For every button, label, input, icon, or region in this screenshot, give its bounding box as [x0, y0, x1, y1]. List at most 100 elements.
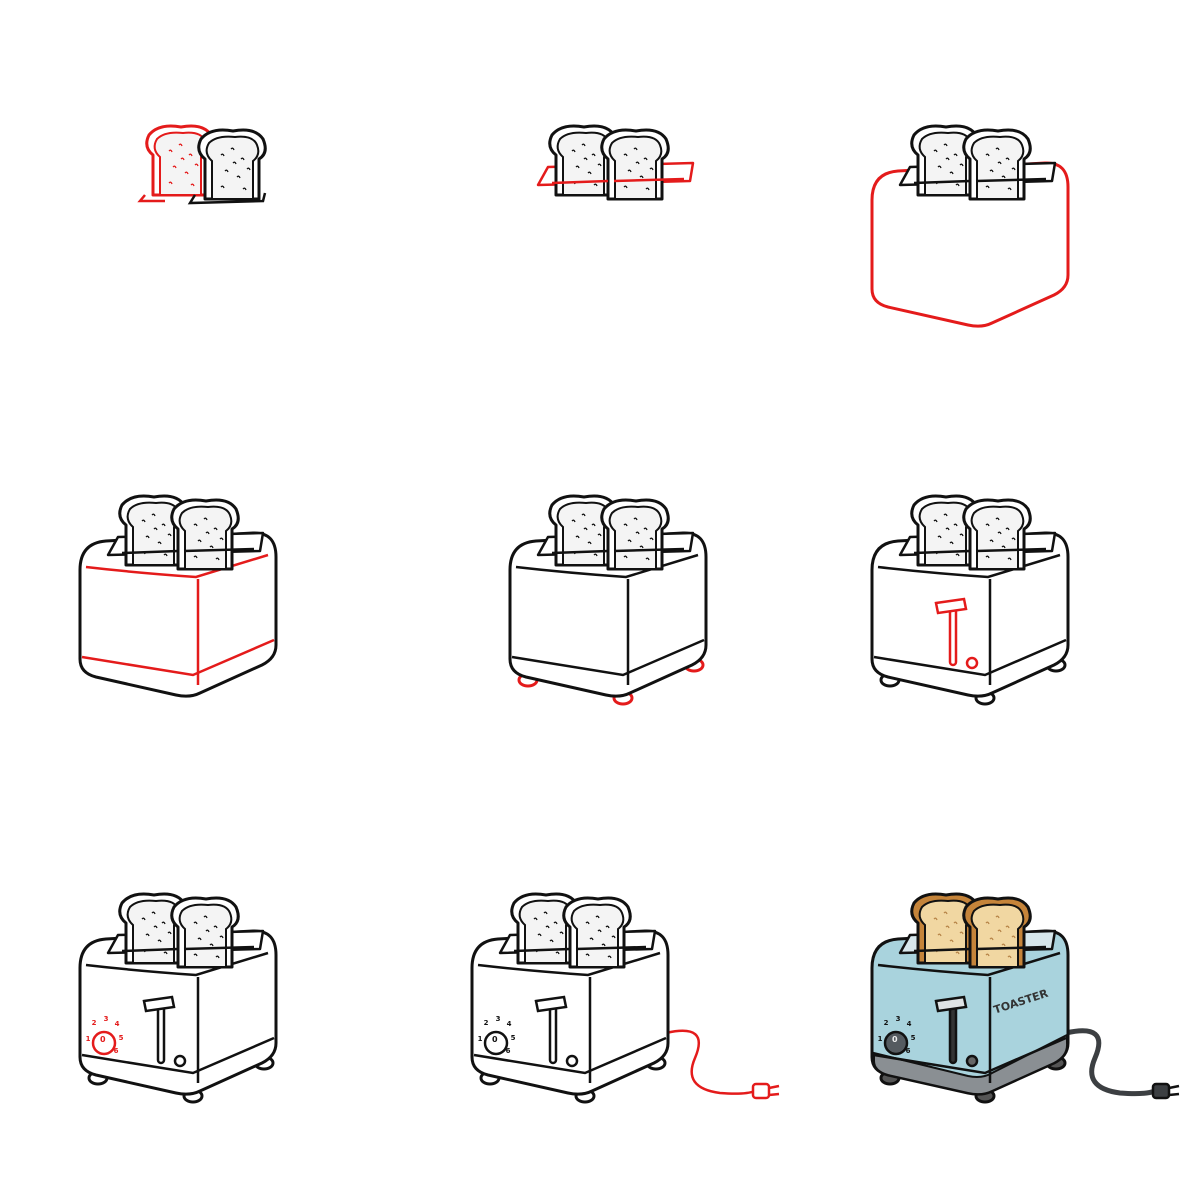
bread-texture [232, 161, 237, 165]
bread-texture [997, 929, 1002, 933]
bread-texture [141, 917, 146, 921]
bread-texture [533, 917, 538, 921]
slot-outline [187, 192, 267, 205]
lever-handle [142, 995, 176, 1013]
dial-knob [91, 1030, 117, 1056]
bread-texture [1011, 537, 1016, 541]
cancel-button-icon [173, 1054, 187, 1068]
dial-number: 2 [92, 1019, 97, 1027]
bread-texture [995, 915, 1000, 919]
body-bottom-edge [511, 638, 705, 677]
dial-number: 5 [911, 1034, 916, 1042]
bread-slice-right [600, 128, 670, 201]
body-top-edge [877, 553, 1061, 579]
bread-texture [589, 937, 594, 941]
bread-inside [970, 505, 1025, 570]
cancel-button-icon [965, 1054, 979, 1068]
dial-number: 6 [506, 1047, 511, 1055]
bread-texture [543, 911, 548, 915]
bread-texture [945, 157, 950, 161]
body-bottom-edge [873, 638, 1067, 677]
bread-texture [959, 163, 964, 167]
bread-texture [593, 553, 598, 557]
bread-texture [989, 539, 994, 543]
dial-number: 4 [115, 1020, 120, 1028]
bread-texture [190, 183, 195, 187]
bread-texture [643, 527, 648, 531]
bread-texture [1011, 167, 1016, 171]
bread-slice-right [170, 498, 240, 571]
bread-texture [1011, 935, 1016, 939]
bread-texture [220, 153, 225, 157]
bread-texture [949, 171, 954, 175]
bread-texture [933, 149, 938, 153]
bread-texture [178, 143, 183, 147]
slot-fronts [121, 945, 255, 953]
bread-texture [583, 157, 588, 161]
step-panel-5 [508, 494, 708, 706]
bread-texture [587, 541, 592, 545]
bread-texture [649, 537, 654, 541]
power-cord [665, 1029, 756, 1095]
dial-number: 1 [86, 1035, 91, 1043]
body-bottom-edge [81, 638, 275, 677]
bread-texture [581, 143, 586, 147]
toaster-body [508, 531, 708, 698]
bread-texture [953, 921, 958, 925]
bread-texture [575, 535, 580, 539]
bread-texture [937, 165, 942, 169]
bread-texture [1005, 527, 1010, 531]
bread-texture [985, 555, 990, 559]
bread-texture [591, 523, 596, 527]
bread-texture [955, 183, 960, 187]
bread-texture [949, 939, 954, 943]
bread-texture [205, 929, 210, 933]
bread-texture [167, 931, 172, 935]
bread-texture [209, 943, 214, 947]
dial-knob [483, 1030, 509, 1056]
body-top-edge [85, 553, 269, 579]
plug-prong [768, 1092, 780, 1097]
bread-texture [153, 925, 158, 929]
slot-fronts [121, 547, 255, 555]
dial-number: 3 [104, 1015, 109, 1023]
bread-texture [168, 149, 173, 153]
dial-number: 3 [896, 1015, 901, 1023]
bread-texture [168, 181, 173, 185]
plug-prong [1168, 1092, 1180, 1097]
bread-texture [145, 933, 150, 937]
bread-texture [213, 527, 218, 531]
bread-texture [246, 167, 251, 171]
bread-texture [1001, 943, 1006, 947]
bread-texture [549, 939, 554, 943]
bread-texture [989, 937, 994, 941]
bread-texture [197, 539, 202, 543]
bread-texture [995, 147, 1000, 151]
dial-zero: 0 [892, 1035, 898, 1044]
bread-texture [645, 557, 650, 561]
toaster-body [870, 161, 1070, 328]
bread-texture [959, 931, 964, 935]
bread-texture [943, 143, 948, 147]
bread-inside [970, 135, 1025, 200]
bread-texture [555, 951, 560, 955]
dial-number: 2 [484, 1019, 489, 1027]
bread-slice-left [910, 124, 980, 197]
bread-texture [959, 533, 964, 537]
bread-inside [570, 903, 625, 968]
bread-texture [157, 939, 162, 943]
body-top-edge [85, 951, 269, 977]
bread-texture [213, 925, 218, 929]
bread-texture [943, 513, 948, 517]
toaster-body [78, 531, 278, 698]
bread-texture [649, 167, 654, 171]
slot-fronts [551, 177, 685, 185]
bread-texture [633, 147, 638, 151]
bread-texture [571, 149, 576, 153]
bread-texture [627, 169, 632, 173]
bread-texture [215, 557, 220, 561]
bread-slice-left [548, 124, 618, 197]
bread-texture [559, 931, 564, 935]
